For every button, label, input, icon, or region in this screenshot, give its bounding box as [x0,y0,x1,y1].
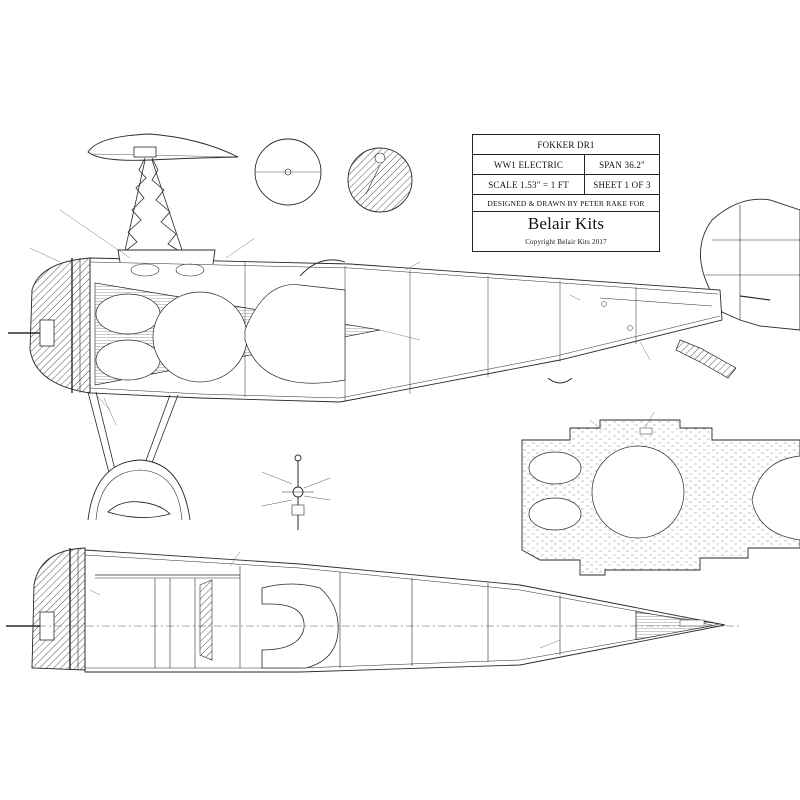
control-stick-detail [261,454,331,530]
brand-name: Belair Kits [527,214,605,233]
leader-lines [29,209,655,649]
strut-airfoil-section [87,133,239,161]
aircraft-type: WW1 ELECTRIC [493,159,564,170]
cabane-struts [121,157,187,265]
fuselage-top-view [6,547,740,673]
copyright-notice: Copyright Belair Kits 2017 [525,238,607,246]
model-name: FOKKER DR1 [473,135,659,155]
title-block: FOKKER DR1 WW1 ELECTRIC SPAN 36.2" SCALE… [472,134,660,252]
former-plate-detail [521,419,800,576]
fuselage-side-view [8,249,771,403]
wing-span: SPAN 36.2" [584,155,659,174]
rudder-outline [700,198,800,331]
wheel-detail [87,459,191,521]
sheet-number: SHEET 1 OF 3 [584,175,659,194]
former-detail [254,138,413,213]
designer-credit: DESIGNED & DRAWN BY PETER RAKE FOR [473,195,659,212]
drawing-scale: SCALE 1.53" = 1 FT [488,179,569,190]
